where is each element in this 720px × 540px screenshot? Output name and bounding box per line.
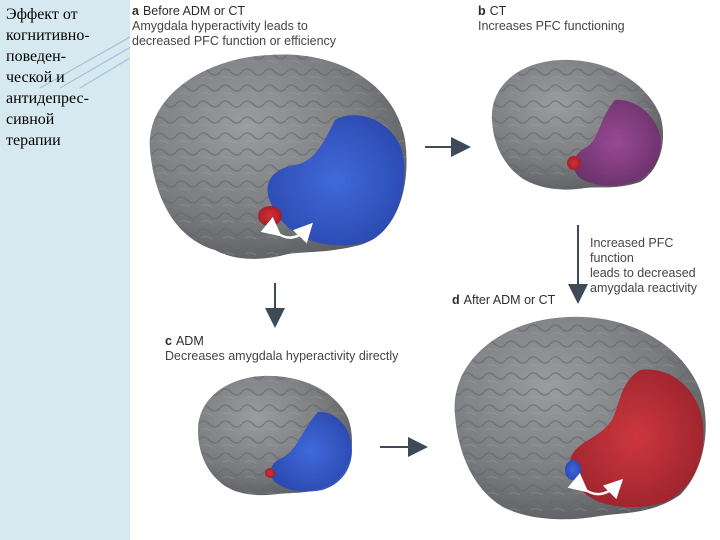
brain-a bbox=[149, 54, 407, 259]
panel-letter-a: a bbox=[132, 4, 139, 18]
amygdala-region-blue bbox=[565, 460, 581, 480]
panel-description-a: Amygdala hyperactivity leads to decrease… bbox=[132, 19, 337, 48]
brain-c bbox=[198, 375, 352, 496]
pfc-region-red bbox=[569, 369, 704, 508]
panel-heading-a: Before ADM or CT bbox=[142, 4, 246, 18]
arrow-note: Increased PFC function leads to decrease… bbox=[590, 236, 697, 295]
pfc-region-purple bbox=[573, 99, 661, 186]
panel-letter-d: d bbox=[452, 293, 460, 307]
panel-description-c: Decreases amygdala hyperactivity directl… bbox=[165, 349, 399, 363]
panel-heading-b: CT bbox=[489, 4, 507, 18]
panel-letter-c: c bbox=[165, 334, 172, 348]
amygdala-region-red bbox=[258, 206, 282, 226]
brain-d bbox=[454, 316, 706, 520]
panel-letter-b: b bbox=[478, 4, 486, 18]
brain-b bbox=[491, 59, 664, 190]
panel-description-b: Increases PFC functioning bbox=[478, 19, 625, 33]
pfc-region-blue bbox=[267, 115, 405, 246]
interaction-arrow-icon bbox=[567, 472, 624, 500]
panel-heading-d: After ADM or CT bbox=[463, 293, 556, 307]
amygdala-region-red bbox=[567, 156, 581, 170]
amygdala-region-red bbox=[265, 468, 275, 478]
left-title-strip bbox=[0, 0, 130, 540]
panel-heading-c: ADM bbox=[175, 334, 204, 348]
interaction-arrow-icon bbox=[260, 216, 313, 244]
pfc-region-blue bbox=[270, 411, 352, 492]
slide-title: Эффект от когнитивно- поведен- ческой и … bbox=[6, 6, 90, 149]
